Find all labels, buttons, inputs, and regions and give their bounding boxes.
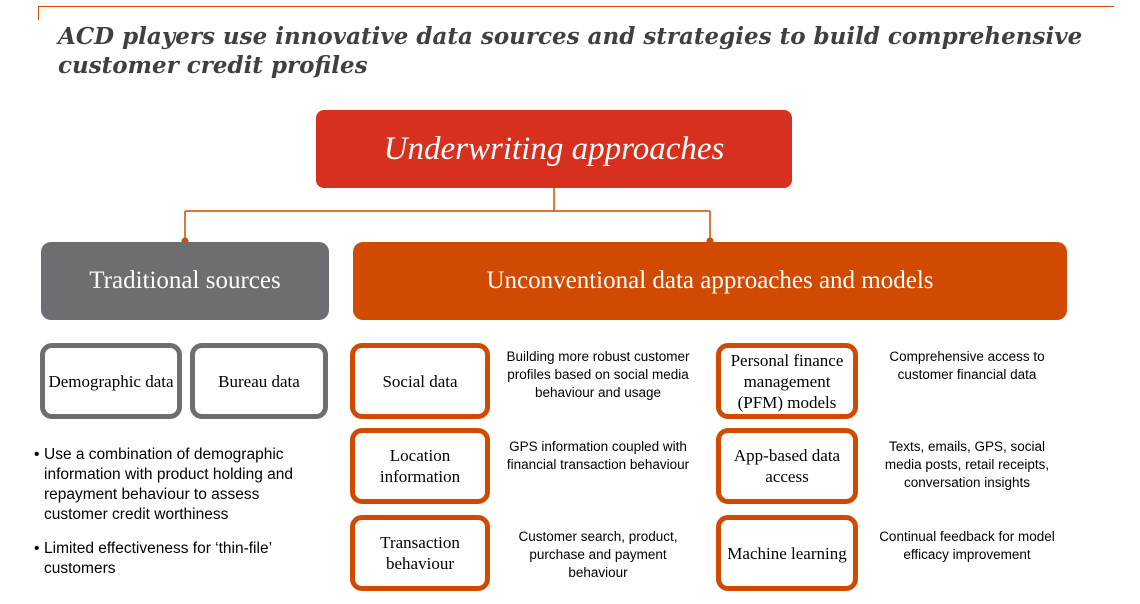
bureau-data-card: Bureau data [190, 343, 328, 419]
demographic-data-card: Demographic data [40, 343, 182, 419]
app-based-data-access-card: App-based data access [716, 428, 858, 504]
pfm-models-card: Personal finance management (PFM) models [716, 343, 858, 419]
transaction-behaviour-card: Transaction behaviour [350, 515, 490, 591]
unconventional-approaches-box: Unconventional data approaches and model… [353, 242, 1067, 320]
page-title: ACD players use innovative data sources … [58, 23, 1083, 79]
machine-learning-description: Continual feedback for model efficacy im… [879, 529, 1055, 562]
bullet-item: Limited effectiveness for ‘thin-file’ cu… [34, 539, 324, 579]
top-rule [38, 6, 1114, 7]
location-information-description: GPS information coupled with financial t… [506, 439, 690, 472]
top-rule-tick [38, 6, 39, 20]
underwriting-approaches-header: Underwriting approaches [316, 110, 792, 188]
app-based-data-access-description: Texts, emails, GPS, social media posts, … [884, 439, 1050, 490]
traditional-sources-box: Traditional sources [41, 242, 329, 320]
pfm-models-description: Comprehensive access to customer financi… [889, 349, 1045, 382]
bullet-item: Use a combination of demographic informa… [34, 445, 324, 525]
transaction-behaviour-description: Customer search, product, purchase and p… [518, 529, 678, 580]
location-information-card: Location information [350, 428, 490, 504]
social-data-card: Social data [350, 343, 490, 419]
social-data-description: Building more robust customer profiles b… [506, 349, 690, 400]
traditional-bullets: Use a combination of demographic informa… [34, 445, 324, 593]
machine-learning-card: Machine learning [716, 515, 858, 591]
